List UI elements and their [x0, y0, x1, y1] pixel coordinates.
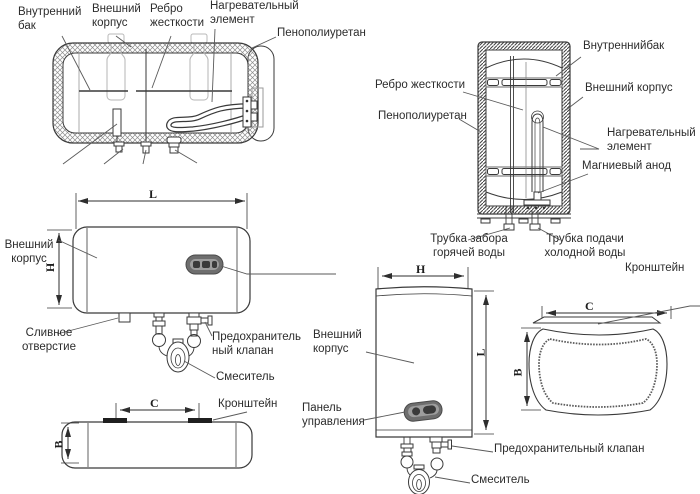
dim-L-horizontal: L: [149, 187, 158, 201]
dim-C-horizontal: C: [150, 396, 159, 410]
mounting-bracket: [188, 418, 212, 423]
stiffener-bands: [485, 77, 563, 177]
mounting-bracket: [103, 418, 127, 423]
label-outer-casing-v: Внешний корпус: [585, 82, 673, 94]
label-inner-tank-v: Внутреннийбак: [583, 40, 665, 52]
leader-lines: [363, 351, 494, 484]
label-stiffener-v: Ребро жесткости: [375, 79, 466, 91]
dim-B-horizontal: B: [51, 440, 66, 449]
label-heating-element-h: Нагревательный элемент: [210, 0, 299, 26]
label-outer-casing-h: Внешний корпус: [92, 3, 141, 29]
label-hot-water-tube: Трубка забора горячей воды: [430, 233, 508, 259]
leader-lines: [61, 28, 277, 165]
label-drain-hole: Сливное отверстие: [21, 327, 77, 353]
inlet-pipe: [400, 437, 414, 469]
label-mixer-vf: Смеситель: [471, 474, 530, 486]
dim-H-vertical: H: [416, 262, 426, 276]
control-panel: [185, 254, 224, 275]
horizontal-top-drawing: [61, 403, 253, 469]
label-heating-element-v: Нагревательный элемент: [607, 127, 696, 153]
inlet-pipe: [152, 312, 166, 347]
label-magnesium-anode: Магниевый анод: [582, 160, 672, 172]
mixer: [408, 464, 430, 494]
drain-hole: [118, 312, 131, 323]
bracket-silhouette: [106, 44, 209, 101]
anode-rod: [112, 108, 122, 137]
label-mixer-hf: Смеситель: [216, 371, 275, 383]
horizontal-front-drawing: [47, 193, 336, 379]
label-stiffener-h: Ребро жесткости: [150, 3, 205, 29]
label-control-panel: Панель управления: [302, 402, 365, 428]
dim-B-vertical: B: [510, 368, 525, 377]
label-outer-casing-vf: Внешний корпус: [313, 329, 362, 355]
dim-C-vertical: C: [585, 299, 594, 313]
vertical-front-drawing: [363, 267, 494, 494]
label-inner-tank-h: Внутренний бак: [18, 6, 82, 32]
control-panel: [403, 400, 443, 422]
vertical-section-drawing: [458, 41, 600, 241]
dim-L-vertical: L: [473, 348, 488, 357]
label-polyurethane-v: Пенополиуретан: [378, 110, 467, 122]
label-outer-casing-hf: Внешний корпус: [4, 239, 54, 265]
label-bracket-vtop: Кронштейн: [625, 262, 685, 274]
label-polyurethane-h: Пенополиуретан: [277, 27, 366, 39]
safety-valve: [186, 312, 213, 348]
horizontal-section-drawing: [52, 28, 277, 165]
safety-valve: [429, 436, 452, 471]
label-safety-valve-hf: Предохранитель ный клапан: [212, 331, 301, 357]
label-cold-water-tube: Трубка подачи холодной воды: [544, 233, 626, 259]
dim-H-horizontal: H: [43, 262, 58, 273]
mixer: [166, 338, 190, 373]
leader-lines: [458, 56, 600, 241]
mounting-plate: [532, 316, 662, 324]
label-safety-valve-vf: Предохранительный клапан: [494, 443, 645, 455]
vertical-top-drawing: [521, 305, 700, 416]
leader-lines: [56, 239, 336, 379]
label-bracket-htop: Кронштейн: [218, 398, 278, 410]
